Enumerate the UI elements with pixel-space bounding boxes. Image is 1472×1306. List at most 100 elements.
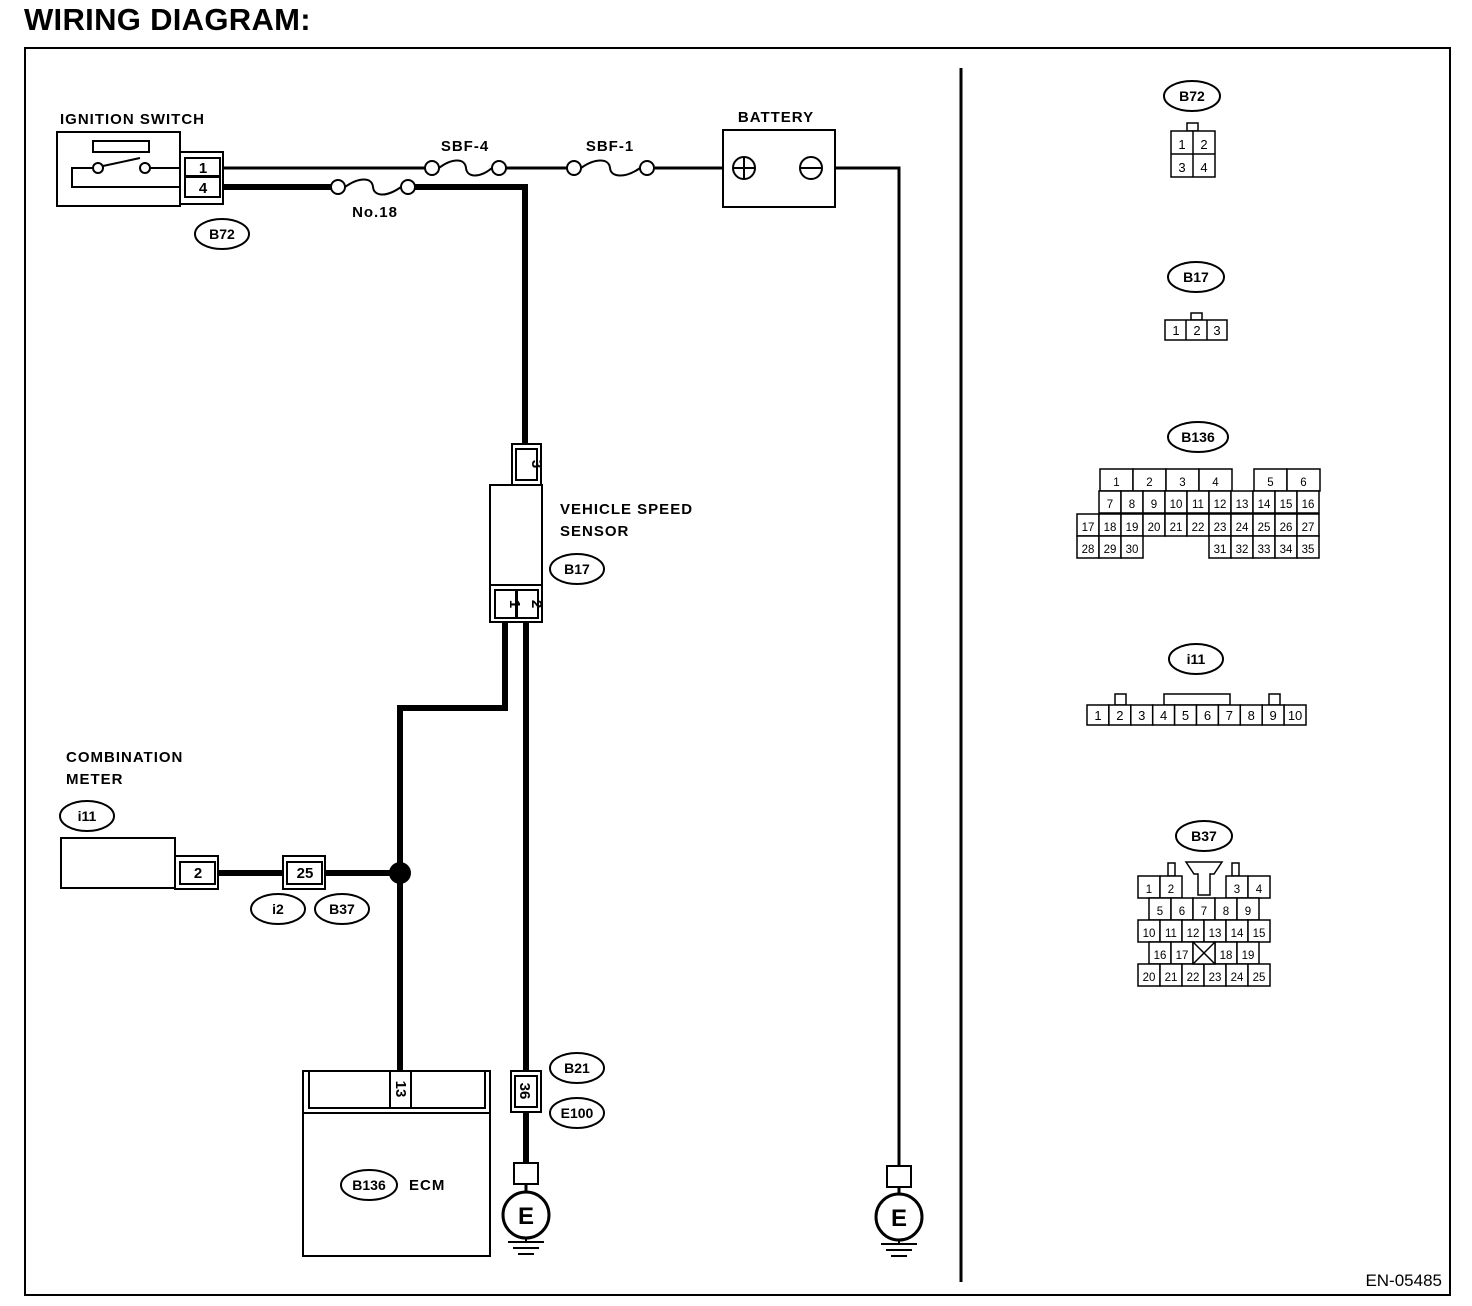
cv-b72-pin: 3 [1178, 160, 1185, 175]
cv-b37-pin: 7 [1201, 906, 1207, 918]
connector-view-b17: B17 1 2 3 [1164, 261, 1228, 341]
cv-i11-pin: 6 [1204, 708, 1211, 723]
cv-b17-pin: 2 [1193, 323, 1200, 338]
cv-b136-pin: 11 [1192, 499, 1204, 511]
cv-b37-pin: 22 [1187, 972, 1200, 984]
cv-i11-pin: 4 [1160, 708, 1167, 723]
cv-b37-pin: 9 [1245, 906, 1251, 918]
cv-b37-pin: 23 [1209, 972, 1222, 984]
cv-i11-pin: 5 [1182, 708, 1189, 723]
b72-tag: B72 [209, 226, 235, 242]
cv-b136-pin: 4 [1212, 477, 1219, 489]
cv-b136-pin: 22 [1192, 522, 1205, 534]
cv-b37-label: B37 [1191, 828, 1217, 844]
b17-pin-3: 3 [528, 460, 545, 468]
ecm-label: ECM [409, 1177, 445, 1194]
i11-tag: i11 [78, 808, 97, 824]
vss-label-line1: VEHICLE SPEED [560, 501, 693, 518]
cv-b136-pin: 7 [1107, 499, 1113, 511]
ground-left: E [501, 1162, 551, 1255]
cv-b136-pin: 27 [1302, 522, 1315, 534]
cv-b136-pin: 30 [1126, 544, 1139, 556]
battery: BATTERY [722, 109, 836, 208]
cv-b136-pin: 12 [1214, 499, 1227, 511]
diagram-frame [24, 47, 1451, 1296]
meter-label-line1: COMBINATION [66, 749, 183, 766]
cv-b37-pin: 25 [1253, 972, 1266, 984]
wire-junction [389, 862, 411, 884]
cv-b136-pin: 6 [1300, 477, 1306, 489]
cv-b136-pin: 23 [1214, 522, 1227, 534]
b21-tag: B21 [564, 1060, 590, 1076]
cv-b37-pin: 1 [1146, 884, 1152, 896]
cv-b136-pin: 1 [1113, 477, 1119, 489]
cv-b136-pin: 14 [1258, 499, 1271, 511]
cv-b136-label: B136 [1181, 429, 1215, 445]
cv-b136-pin-cell [1120, 535, 1144, 559]
cv-b72-pin: 1 [1178, 137, 1185, 152]
cv-b37-pin: 6 [1179, 906, 1185, 918]
meter-label-line2: METER [66, 771, 124, 788]
cv-b37-pin: 10 [1143, 928, 1156, 940]
cv-b37-pin: 14 [1231, 928, 1244, 940]
ignition-switch-label: IGNITION SWITCH [60, 111, 205, 128]
cv-i11-pin: 9 [1270, 708, 1277, 723]
no18-label: No.18 [352, 204, 398, 221]
cv-b37-pin: 2 [1168, 884, 1174, 896]
b17-tag: B17 [564, 561, 590, 577]
cv-b136-pin: 15 [1280, 499, 1293, 511]
cv-i11-pin: 10 [1288, 708, 1302, 723]
cv-b37-pin: 24 [1231, 972, 1244, 984]
cv-b17-label: B17 [1183, 269, 1209, 285]
i11-pin-2: 2 [194, 865, 202, 882]
cv-b136-pin: 29 [1104, 544, 1117, 556]
ecm: 13 B136 ECM [302, 1070, 491, 1257]
cv-b136-pin: 2 [1146, 477, 1152, 489]
wire-no18-vss3 [415, 184, 528, 444]
cv-b136-pin: 5 [1267, 477, 1273, 489]
cv-b37-pin: 5 [1157, 906, 1163, 918]
cv-i11-pin: 2 [1116, 708, 1123, 723]
cv-b17-pin: 3 [1213, 323, 1220, 338]
ignition-switch: IGNITION SWITCH 1 4 B72 [56, 111, 250, 250]
cv-b37-blocked-mark [1192, 941, 1216, 965]
cv-b72-pin: 4 [1200, 160, 1207, 175]
cv-b136-pin: 20 [1148, 522, 1161, 534]
cv-b37-pin: 15 [1253, 928, 1266, 940]
cv-b37-pin: 16 [1154, 950, 1167, 962]
cv-b136-pin: 10 [1170, 499, 1183, 511]
cv-b136-pin: 24 [1236, 522, 1249, 534]
cv-b136-pin: 28 [1082, 544, 1095, 556]
cv-b37-pin: 18 [1220, 950, 1233, 962]
sbf1-label: SBF-1 [586, 138, 634, 155]
cv-b136-pin: 16 [1302, 499, 1315, 511]
cv-i11-pin-cell [1283, 704, 1307, 726]
cv-b136-pin: 31 [1214, 544, 1227, 556]
b17-pin-2: 2 [528, 600, 545, 608]
b72-pin-1: 1 [199, 160, 207, 177]
i2-tag: i2 [272, 901, 284, 917]
b37-pin-25: 25 [297, 865, 314, 882]
cv-i11-pin: 7 [1226, 708, 1233, 723]
cv-b136-pin: 17 [1082, 522, 1095, 534]
cv-b136-pin-cell [1296, 490, 1320, 514]
wires [218, 166, 901, 1166]
page-title: WIRING DIAGRAM: [24, 2, 311, 37]
cv-b136-pin: 13 [1236, 499, 1249, 511]
cv-b37-pin: 21 [1165, 972, 1178, 984]
ground-right: E [874, 1165, 924, 1257]
cv-b136-pin: 25 [1258, 522, 1271, 534]
battery-label: BATTERY [738, 109, 814, 126]
cv-b136-pin: 35 [1302, 544, 1315, 556]
b37-inline-connector: 25 i2 B37 [250, 855, 370, 925]
cv-b136-pin-cell [1296, 535, 1320, 559]
cv-b136-pin: 26 [1280, 522, 1293, 534]
cv-i11-pin: 1 [1094, 708, 1101, 723]
vehicle-speed-sensor: 3 1 2 VEHICLE SPEED SENSOR B17 [489, 443, 693, 623]
document-id: EN-05485 [1365, 1271, 1442, 1290]
cv-b72-label: B72 [1179, 88, 1205, 104]
b17-pin-1: 1 [506, 600, 523, 608]
